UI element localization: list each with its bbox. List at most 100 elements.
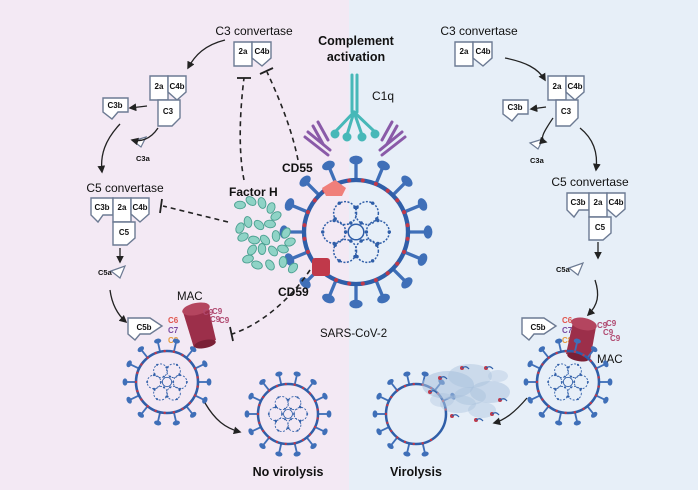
membrane-protein: [163, 349, 166, 353]
spike-protein: [603, 360, 609, 368]
spike-protein: [275, 371, 283, 377]
factor-h-domain: [268, 245, 278, 257]
right-virion-lysed: [372, 371, 456, 457]
spike-protein: [322, 392, 328, 400]
factor-h-domain: [247, 244, 257, 256]
right-c3a-fragment: [528, 138, 545, 150]
spike-protein: [259, 443, 266, 450]
membrane-protein: [146, 404, 149, 408]
svg-text:C9: C9: [606, 319, 617, 328]
right-c7: C7: [562, 326, 573, 335]
left-c3-convertase-label: C3 convertase: [215, 24, 293, 38]
membrane-protein: [262, 395, 265, 399]
spike-protein: [137, 411, 145, 418]
membrane-protein: [262, 429, 265, 433]
spike-protein: [603, 396, 609, 404]
factor-h-domain: [234, 200, 246, 210]
antibody-right: [378, 120, 407, 157]
left-c7: C7: [168, 326, 179, 335]
membrane-protein: [403, 440, 407, 444]
left-c3step-2a: 2a: [155, 82, 164, 91]
membrane-protein: [547, 404, 550, 408]
membrane-protein: [136, 371, 139, 375]
spike-protein: [310, 443, 317, 450]
debris-blob: [422, 371, 474, 399]
spike-protein: [555, 420, 563, 426]
membrane-protein: [302, 223, 307, 228]
membrane-protein: [594, 394, 598, 397]
right-c8: C8: [562, 336, 573, 345]
membrane-protein: [193, 367, 197, 370]
membrane-protein: [541, 398, 544, 401]
factor-h-domain: [253, 219, 265, 231]
membrane-protein: [412, 442, 415, 446]
right-c3-convertase: 2a C4b: [454, 41, 493, 67]
left-c5conv-c5: C5: [119, 228, 130, 237]
left-c5conv-2a: 2a: [118, 203, 127, 212]
right-c5b-label: C5b: [530, 323, 545, 332]
right-mac-label: MAC: [597, 354, 623, 366]
spike-protein: [573, 420, 581, 426]
factor-h-domain: [287, 262, 299, 274]
factor-h-domain: [270, 211, 282, 221]
left-c5a-label: C5a: [98, 268, 113, 277]
spike-protein: [244, 410, 250, 418]
spike-protein: [349, 299, 363, 309]
right-c3conv-2a: 2a: [460, 47, 469, 56]
right-c6: C6: [562, 316, 573, 325]
viral-envelope: [301, 177, 411, 287]
right-c5conv-c3b: C3b: [570, 198, 585, 207]
debris-blob: [470, 381, 510, 403]
membrane-protein: [316, 417, 319, 420]
viral-rna: [267, 396, 309, 432]
spike-protein: [206, 378, 212, 386]
membrane-protein: [421, 442, 424, 445]
membrane-protein: [412, 382, 415, 386]
spike-protein: [376, 392, 382, 400]
right-c3step-2a: 2a: [553, 82, 562, 91]
factor-h-protein: [234, 196, 299, 274]
spike-protein: [284, 198, 295, 211]
rna-fragment: [429, 390, 438, 394]
membrane-protein: [582, 353, 585, 357]
left-c5conv-c4b: C4b: [132, 203, 147, 212]
right-c3step-c4b: C4b: [567, 82, 582, 91]
membrane-protein: [555, 351, 558, 355]
membrane-protein: [188, 359, 191, 363]
left-c5b: C5b: [127, 317, 164, 341]
membrane-protein: [535, 380, 539, 384]
membrane-protein: [403, 384, 407, 388]
svg-text:C9: C9: [203, 308, 214, 317]
left-mac-complex: [182, 302, 216, 349]
left-arrows: [97, 39, 242, 435]
membrane-protein: [405, 223, 410, 228]
right-c5conv-c5: C5: [595, 223, 606, 232]
title-line-2: activation: [327, 50, 385, 64]
spike-protein: [299, 175, 311, 187]
spike-protein: [122, 378, 128, 386]
right-c3-convertase-label: C3 convertase: [440, 24, 518, 38]
left-c3a-fragment: [131, 136, 148, 148]
c1q-label: C1q: [372, 89, 394, 103]
spike-protein: [154, 338, 162, 344]
left-c5-convertase: C3b 2a C4b C5: [90, 197, 150, 246]
spike-protein: [538, 411, 546, 418]
membrane-protein: [547, 356, 550, 360]
membrane-protein: [305, 210, 311, 215]
factor-h-domain: [245, 196, 257, 206]
spike-protein: [172, 338, 180, 344]
svg-text:C9: C9: [212, 307, 223, 316]
membrane-protein: [360, 178, 365, 183]
membrane-protein: [537, 371, 540, 375]
membrane-protein: [334, 277, 339, 283]
debris-blob: [468, 402, 496, 418]
membrane-protein: [385, 188, 390, 193]
membrane-protein: [589, 359, 592, 363]
membrane-protein: [154, 409, 157, 413]
membrane-protein: [301, 386, 305, 390]
cd55-label: CD55: [282, 161, 313, 175]
virus-name-label: SARS-CoV-2: [320, 328, 387, 340]
membrane-protein: [564, 411, 567, 415]
svg-text:C9: C9: [219, 316, 230, 325]
spike-protein: [555, 338, 563, 344]
